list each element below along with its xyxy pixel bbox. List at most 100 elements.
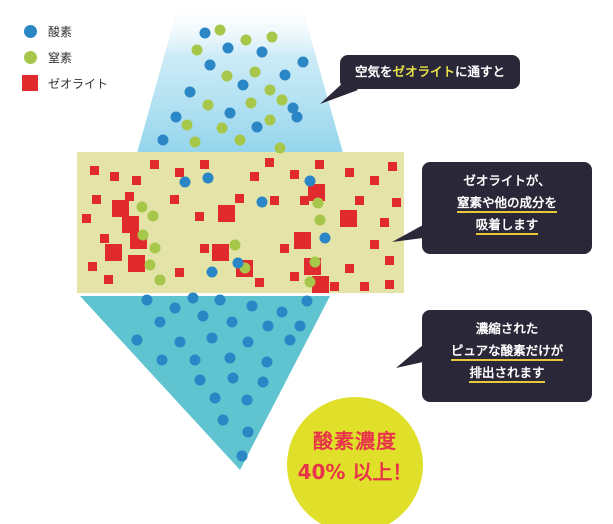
nitrogen-molecule <box>191 44 203 56</box>
zeolite-particle <box>104 275 113 284</box>
oxygen-molecule <box>291 111 303 123</box>
oxygen-molecule <box>170 111 182 123</box>
zeolite-particle <box>265 158 274 167</box>
result-oxygen-concentration: 酸素濃度 40% 以上！ <box>287 402 423 514</box>
zeolite-particle <box>90 166 99 175</box>
oxygen-molecule <box>187 292 199 304</box>
callout-air-text-1: 空気を <box>354 64 393 79</box>
nitrogen-molecule <box>149 242 161 254</box>
zeolite-particle <box>270 196 279 205</box>
nitrogen-molecule <box>181 119 193 131</box>
oxygen-molecule <box>174 336 186 348</box>
zeolite-particle <box>345 264 354 273</box>
callout-pure-line2: ピュアな酸素だけが <box>450 343 564 361</box>
zeolite-particle <box>370 240 379 249</box>
nitrogen-molecule <box>249 66 261 78</box>
oxygen-molecule <box>194 374 206 386</box>
nitrogen-molecule <box>276 94 288 106</box>
result-line2: 40% 以上！ <box>297 460 413 484</box>
callout-air-text-zeolite: ゼオライト <box>392 64 455 79</box>
oxygen-molecule <box>257 376 269 388</box>
callout-tail-adsorb <box>392 225 423 242</box>
zeolite-particle <box>290 272 299 281</box>
zeolite-particle <box>122 216 139 233</box>
oxygen-molecule <box>256 196 268 208</box>
nitrogen-molecule <box>309 256 321 268</box>
legend-label-zeolite: ゼオライト <box>48 77 109 91</box>
zeolite-legend-icon <box>22 75 38 91</box>
zeolite-particle <box>312 276 329 293</box>
oxygen-output-arrow <box>80 296 330 470</box>
oxygen-molecule <box>227 372 239 384</box>
oxygen-molecule <box>242 426 254 438</box>
zeolite-particle <box>280 244 289 253</box>
oxygen-molecule <box>217 414 229 426</box>
oxygen-molecule <box>184 86 196 98</box>
oxygen-molecule <box>294 320 306 332</box>
nitrogen-molecule <box>264 114 276 126</box>
callout-adsorb-line1: ゼオライトが、 <box>463 173 551 188</box>
callout-pure-oxygen: 濃縮された ピュアな酸素だけが 排出されます <box>422 310 592 402</box>
zeolite-particle <box>300 196 309 205</box>
oxygen-molecule <box>157 134 169 146</box>
oxygen-molecule <box>224 352 236 364</box>
nitrogen-molecule <box>229 239 241 251</box>
oxygen-molecule <box>154 316 166 328</box>
nitrogen-legend-icon <box>24 51 37 64</box>
zeolite-particle <box>360 282 369 291</box>
nitrogen-molecule <box>154 274 166 286</box>
zeolite-particle <box>82 214 91 223</box>
oxygen-molecule <box>279 69 291 81</box>
oxygen-molecule <box>287 102 299 114</box>
callout-adsorb-line3: 吸着します <box>475 217 539 235</box>
legend-label-nitrogen: 窒素 <box>48 51 73 65</box>
oxygen-molecule <box>156 354 168 366</box>
oxygen-molecule <box>204 59 216 71</box>
callout-pure-line1: 濃縮された <box>475 321 539 336</box>
oxygen-molecule <box>202 172 214 184</box>
nitrogen-molecule <box>136 201 148 213</box>
oxygen-molecule <box>189 354 201 366</box>
oxygen-molecule <box>262 320 274 332</box>
oxygen-molecule <box>224 107 236 119</box>
callout-air-through-zeolite: 空気をゼオライトに通すと <box>340 55 520 89</box>
zeolite-particle <box>175 268 184 277</box>
zeolite-particle <box>340 210 357 227</box>
nitrogen-molecule <box>304 276 316 288</box>
zeolite-particle <box>175 168 184 177</box>
oxygen-molecule <box>226 316 238 328</box>
zeolite-particle <box>200 244 209 253</box>
oxygen-molecule <box>206 332 218 344</box>
nitrogen-molecule <box>240 34 252 46</box>
oxygen-molecule <box>222 42 234 54</box>
zeolite-particle <box>294 232 311 249</box>
oxygen-molecule <box>236 450 248 462</box>
oxygen-molecule <box>261 356 273 368</box>
zeolite-particle <box>88 262 97 271</box>
zeolite-particle <box>235 194 244 203</box>
oxygen-molecule <box>242 336 254 348</box>
zeolite-particle <box>345 168 354 177</box>
oxygen-molecule <box>232 257 244 269</box>
oxygen-molecules <box>131 27 331 462</box>
result-circle <box>287 397 423 524</box>
zeolite-particle <box>385 280 394 289</box>
oxygen-molecule <box>246 300 258 312</box>
oxygen-molecule <box>214 294 226 306</box>
oxygen-molecule <box>301 295 313 307</box>
zeolite-particle <box>355 196 364 205</box>
zeolite-particle <box>112 200 129 217</box>
nitrogen-molecule <box>202 99 214 111</box>
zeolite-particle <box>128 255 145 272</box>
oxygen-molecule <box>241 394 253 406</box>
nitrogen-molecule <box>221 70 233 82</box>
nitrogen-molecule <box>274 142 286 154</box>
oxygen-molecule <box>284 334 296 346</box>
callout-adsorption: ゼオライトが、 窒素や他の成分を 吸着します <box>422 162 592 254</box>
nitrogen-molecule <box>137 229 149 241</box>
nitrogen-molecule <box>214 24 226 36</box>
zeolite-particle <box>380 218 389 227</box>
oxygen-legend-icon <box>24 25 37 38</box>
zeolite-particle <box>218 205 235 222</box>
zeolite-particle <box>212 244 229 261</box>
